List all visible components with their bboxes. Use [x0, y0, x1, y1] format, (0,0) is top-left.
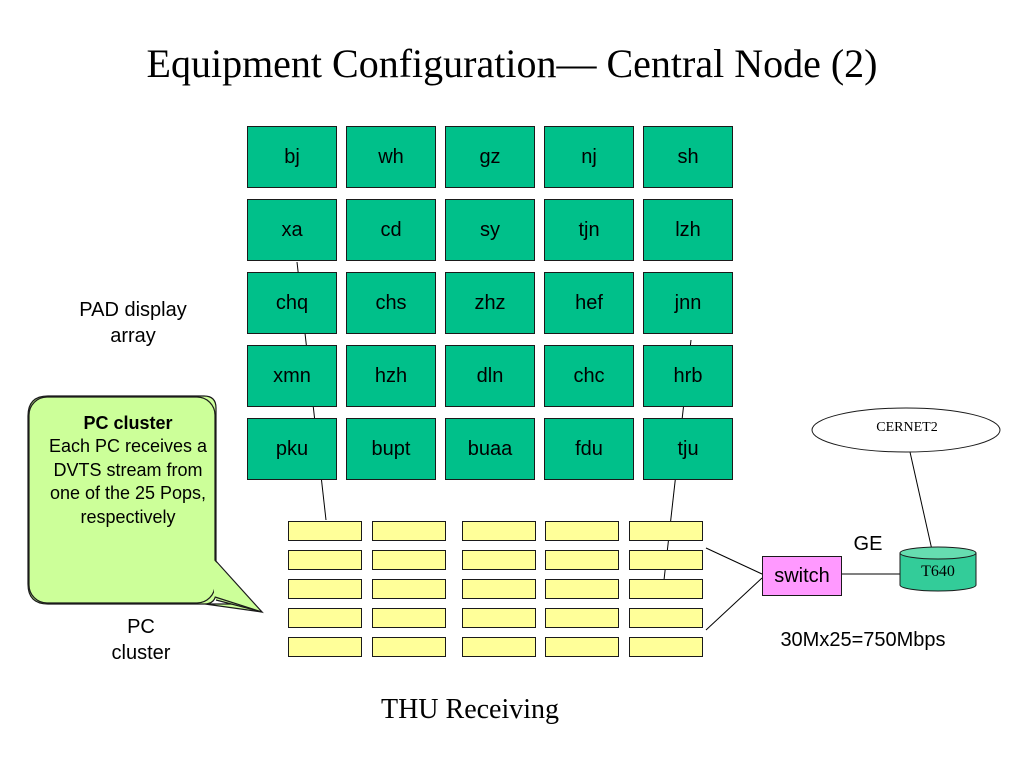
pc-box — [372, 637, 446, 657]
pc-box — [545, 521, 619, 541]
pc-cluster-label: PC cluster — [111, 616, 171, 664]
t640-label: T640 — [921, 563, 955, 580]
pad-tile: sh — [643, 126, 733, 188]
pc-cluster-callout-text: PC cluster Each PC receives a DVTS strea… — [38, 412, 218, 529]
pad-tile: hrb — [643, 345, 733, 407]
pc-to-switch-line-top — [705, 547, 763, 575]
t640-router-icon — [899, 546, 977, 592]
pad-tile: fdu — [544, 418, 634, 480]
pad-tile: bj — [247, 126, 337, 188]
bandwidth-label: 30Mx25=750Mbps — [780, 629, 946, 651]
pc-box — [462, 608, 536, 628]
pad-tile: dln — [445, 345, 535, 407]
pc-box — [288, 579, 362, 599]
pad-display-array-label: PAD display array — [79, 299, 187, 347]
pc-box — [462, 637, 536, 657]
switch-label: switch — [774, 564, 830, 587]
cernet2-label: CERNET2 — [876, 420, 938, 435]
pad-tile: lzh — [643, 199, 733, 261]
callout-heading: PC cluster — [83, 413, 173, 433]
ge-link-label: GE — [853, 533, 883, 555]
pc-box — [629, 550, 703, 570]
pad-tile: tjn — [544, 199, 634, 261]
cernet2-cloud — [811, 407, 1001, 453]
pad-tile: tju — [643, 418, 733, 480]
pad-tile: hzh — [346, 345, 436, 407]
pc-box — [288, 521, 362, 541]
pc-box — [629, 637, 703, 657]
thu-receiving-caption: THU Receiving — [380, 694, 560, 725]
pc-box — [372, 608, 446, 628]
pad-tile: buaa — [445, 418, 535, 480]
pad-tile: xa — [247, 199, 337, 261]
pad-tile: chq — [247, 272, 337, 334]
slide-title: Equipment Configuration— Central Node (2… — [146, 41, 878, 86]
pad-tile: xmn — [247, 345, 337, 407]
pad-tile: cd — [346, 199, 436, 261]
pc-box — [545, 637, 619, 657]
pc-box — [545, 579, 619, 599]
pad-tile: nj — [544, 126, 634, 188]
pc-box — [372, 521, 446, 541]
pad-tile: wh — [346, 126, 436, 188]
pc-box — [462, 521, 536, 541]
pad-tile: chs — [346, 272, 436, 334]
t640-to-cernet-line — [909, 451, 933, 551]
pc-to-switch-line-bottom — [705, 577, 763, 631]
pc-box — [462, 550, 536, 570]
pc-box — [545, 550, 619, 570]
pad-tile: gz — [445, 126, 535, 188]
network-switch: switch — [762, 556, 842, 596]
pc-box — [629, 608, 703, 628]
pad-tile: chc — [544, 345, 634, 407]
pc-box — [372, 550, 446, 570]
pc-box — [372, 579, 446, 599]
pc-box — [545, 608, 619, 628]
pad-tile: bupt — [346, 418, 436, 480]
pc-box — [629, 521, 703, 541]
pc-box — [288, 550, 362, 570]
pad-tile: hef — [544, 272, 634, 334]
callout-body: Each PC receives a DVTS stream from one … — [48, 436, 208, 527]
pad-tile: zhz — [445, 272, 535, 334]
pad-tile: pku — [247, 418, 337, 480]
pc-box — [462, 579, 536, 599]
pc-box — [288, 608, 362, 628]
pad-tile: jnn — [643, 272, 733, 334]
pc-box — [288, 637, 362, 657]
pc-box — [629, 579, 703, 599]
pad-tile: sy — [445, 199, 535, 261]
